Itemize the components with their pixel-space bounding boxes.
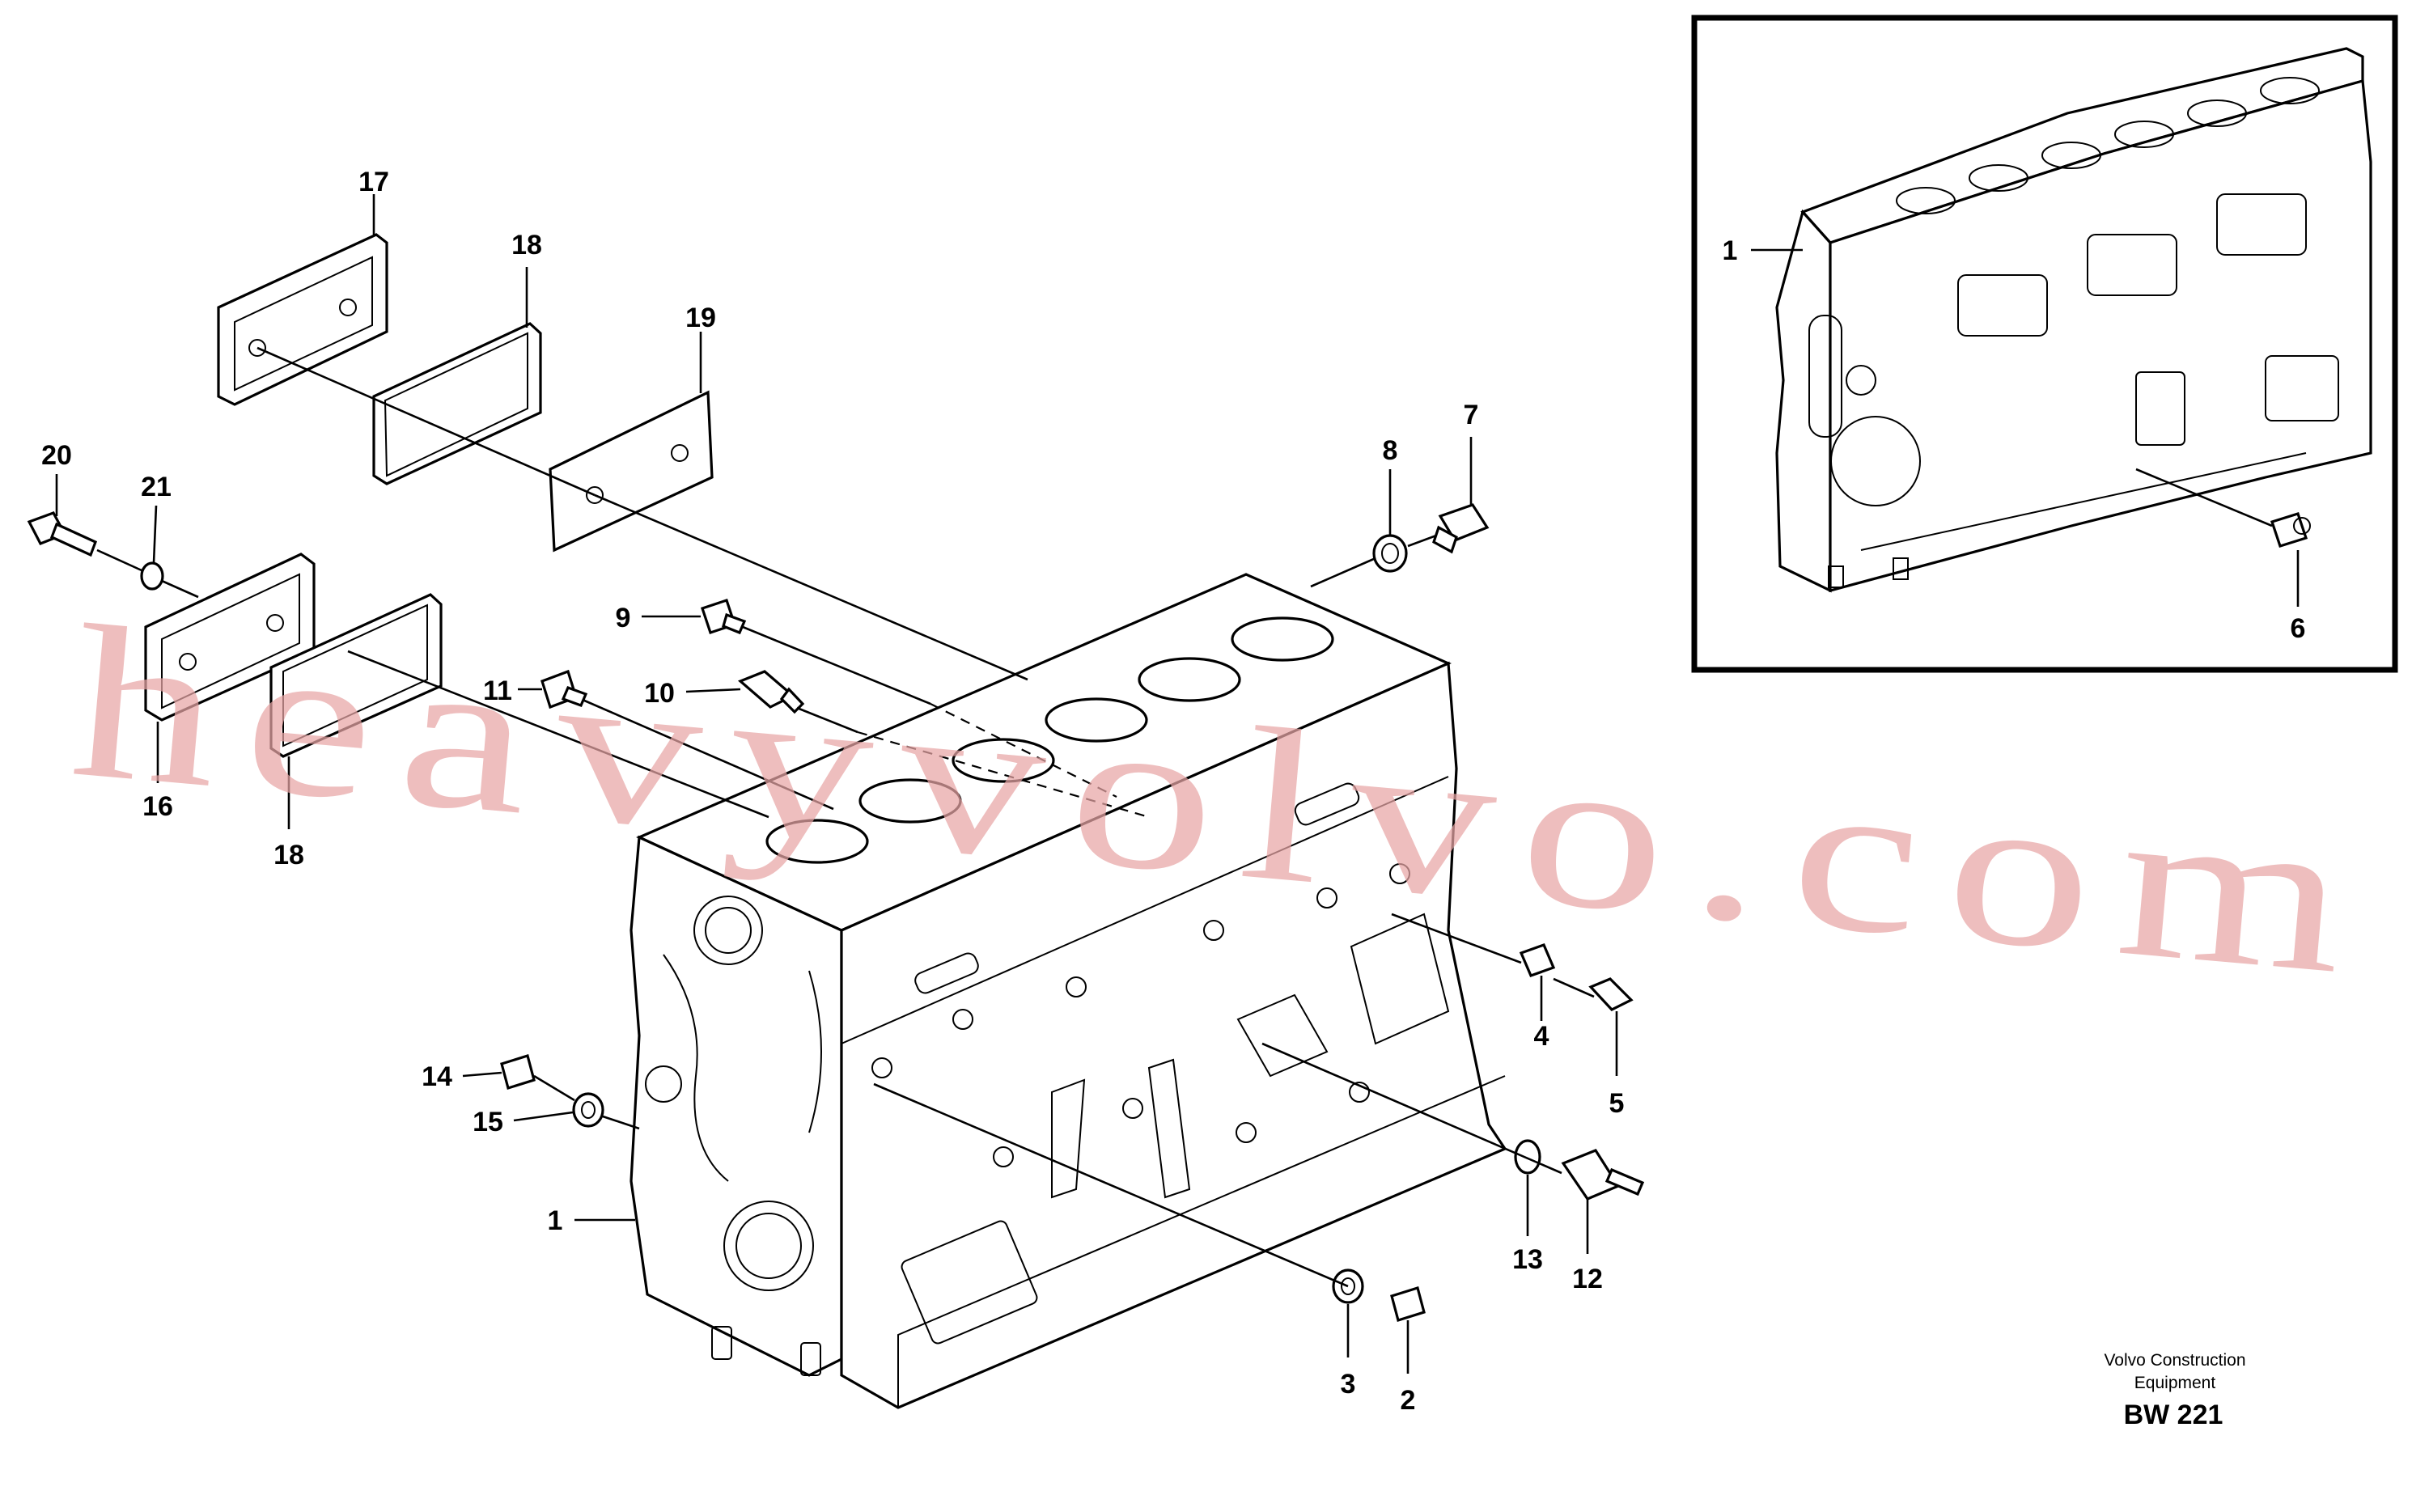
svg-text:7: 7	[1464, 400, 1479, 430]
leader-lines	[96, 346, 1595, 1288]
part-7-plug	[1432, 503, 1490, 554]
callout-12: 12	[1572, 1199, 1603, 1294]
svg-text:18: 18	[511, 230, 542, 260]
callout-4: 4	[1534, 976, 1549, 1052]
callout-16: 16	[142, 722, 173, 822]
part-2-plug	[1390, 1285, 1426, 1323]
callout-18-lower: 18	[273, 756, 304, 870]
maker-line-2: Equipment	[2134, 1374, 2216, 1392]
callout-14: 14	[422, 1061, 502, 1092]
part-5-sensor	[1588, 977, 1634, 1011]
svg-text:21: 21	[141, 472, 172, 502]
svg-text:4: 4	[1534, 1021, 1549, 1052]
callout-15: 15	[473, 1107, 574, 1137]
svg-text:1: 1	[1723, 235, 1738, 266]
inset-part-6	[2270, 512, 2311, 548]
part-19-plate	[549, 390, 714, 553]
svg-text:17: 17	[358, 167, 389, 197]
svg-text:11: 11	[483, 676, 512, 706]
svg-text:15: 15	[473, 1107, 503, 1137]
callout-18-top: 18	[511, 230, 542, 328]
maker-line-1: Volvo Construction	[2104, 1351, 2245, 1370]
callout-3: 3	[1341, 1304, 1356, 1400]
engine-block	[629, 573, 1507, 1409]
svg-text:20: 20	[41, 440, 72, 471]
callout-10: 10	[644, 678, 741, 709]
svg-text:3: 3	[1341, 1369, 1356, 1400]
inset-bores	[1896, 77, 2320, 214]
inset-callout-1: 1	[1723, 235, 1803, 266]
svg-text:18: 18	[273, 840, 304, 870]
callout-11: 11	[483, 676, 542, 706]
svg-text:6: 6	[2291, 613, 2306, 644]
callout-19: 19	[685, 303, 716, 393]
block-bores	[765, 616, 1334, 864]
part-13-o-ring	[1514, 1139, 1541, 1175]
svg-text:16: 16	[142, 791, 173, 822]
part-12-plug	[1561, 1149, 1645, 1201]
callout-21: 21	[141, 472, 172, 564]
callout-1: 1	[548, 1205, 635, 1236]
part-20-bolt	[27, 511, 98, 557]
svg-text:19: 19	[685, 303, 716, 333]
svg-text:2: 2	[1401, 1385, 1416, 1416]
callout-2: 2	[1401, 1320, 1416, 1416]
callout-8: 8	[1383, 435, 1398, 536]
part-18-gasket-top	[372, 322, 542, 485]
callout-13: 13	[1512, 1175, 1543, 1275]
svg-text:10: 10	[644, 678, 675, 709]
part-18-gasket-lower	[269, 593, 443, 758]
block-bolt-bosses	[871, 863, 1410, 1167]
svg-text:5: 5	[1609, 1088, 1625, 1119]
svg-text:8: 8	[1383, 435, 1398, 466]
footer: Volvo Construction Equipment BW 221	[2104, 1351, 2245, 1430]
svg-text:12: 12	[1572, 1264, 1603, 1294]
part-9-plug	[700, 598, 747, 635]
drawing-code: BW 221	[2124, 1400, 2223, 1430]
part-10-sensor	[737, 670, 805, 714]
part-14-plug	[500, 1053, 536, 1091]
callout-5: 5	[1609, 1011, 1625, 1119]
svg-text:1: 1	[548, 1205, 563, 1236]
part-4-fitting	[1519, 942, 1556, 978]
svg-text:13: 13	[1512, 1244, 1543, 1275]
inset-engine-block	[1775, 47, 2372, 593]
part-21-washer	[140, 561, 164, 591]
part-15-washer	[572, 1092, 604, 1128]
callout-20: 20	[41, 440, 72, 516]
part-11-plug	[540, 669, 588, 709]
part-8-washer	[1372, 534, 1408, 573]
callout-7: 7	[1464, 400, 1479, 505]
svg-text:14: 14	[422, 1061, 452, 1092]
callout-9: 9	[616, 603, 701, 633]
svg-text:9: 9	[616, 603, 631, 633]
inset-view: 1 6	[1691, 15, 2398, 673]
inset-callout-6: 6	[2291, 550, 2306, 644]
callout-17: 17	[358, 167, 389, 235]
part-17-cover	[217, 233, 388, 406]
